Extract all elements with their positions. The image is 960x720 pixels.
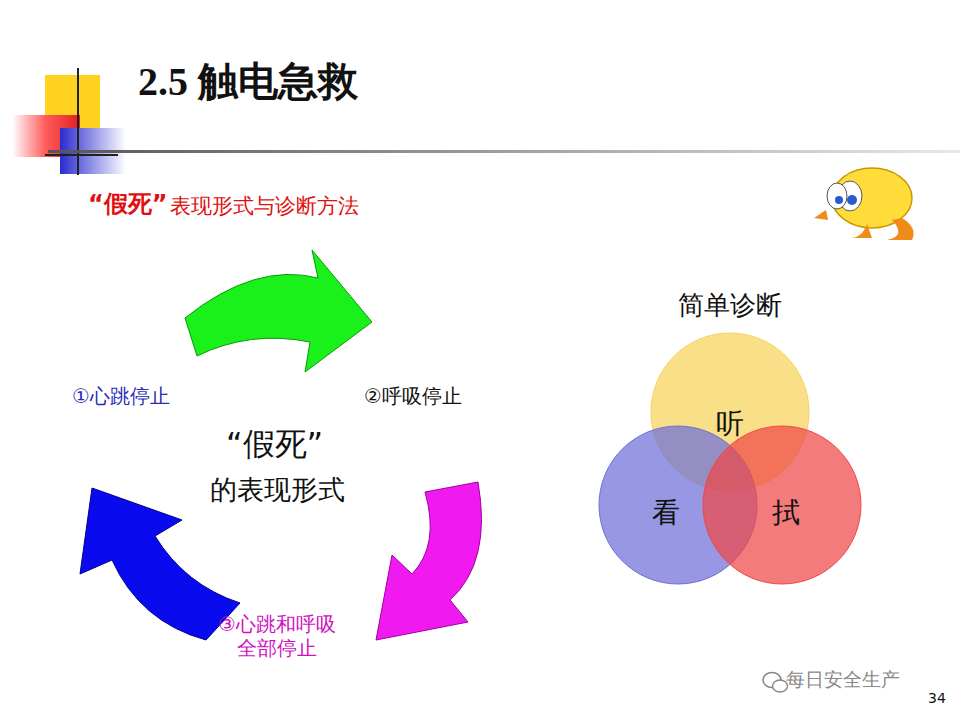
venn-circle: 拭 bbox=[702, 425, 862, 585]
center-text: 的表现形式 bbox=[210, 474, 345, 506]
circle-fill bbox=[703, 426, 861, 584]
vertical-rule bbox=[77, 68, 79, 175]
circle-label: 拭 bbox=[772, 499, 800, 527]
center-heading: “假死” bbox=[226, 425, 323, 463]
group-heading: 简单诊断 bbox=[678, 290, 782, 321]
watermark: 每日安全生产 bbox=[786, 668, 900, 691]
cycle-arrow-magenta bbox=[376, 482, 482, 640]
cycle-arrow-blue bbox=[80, 488, 240, 640]
title-rule bbox=[48, 150, 960, 153]
cycle-arrow-green bbox=[185, 250, 372, 372]
stage-label: ①心跳停止 bbox=[72, 384, 170, 408]
subtitle-text: 表现形式与诊断方法 bbox=[170, 194, 359, 219]
short-rule bbox=[45, 154, 118, 156]
corner-squares bbox=[12, 68, 126, 175]
subtitle-quote: “假死” bbox=[88, 190, 168, 219]
circle-label: 看 bbox=[652, 499, 680, 527]
page-number: 34 bbox=[928, 690, 946, 707]
stage-label: ③心跳和呼吸 全部停止 bbox=[212, 612, 342, 660]
bird-icon bbox=[814, 168, 914, 240]
wechat-icon bbox=[763, 673, 788, 693]
circle-label: 听 bbox=[716, 410, 744, 438]
slide-title: 2.5 触电急救 bbox=[138, 58, 358, 106]
stage-label: ②呼吸停止 bbox=[364, 384, 462, 408]
